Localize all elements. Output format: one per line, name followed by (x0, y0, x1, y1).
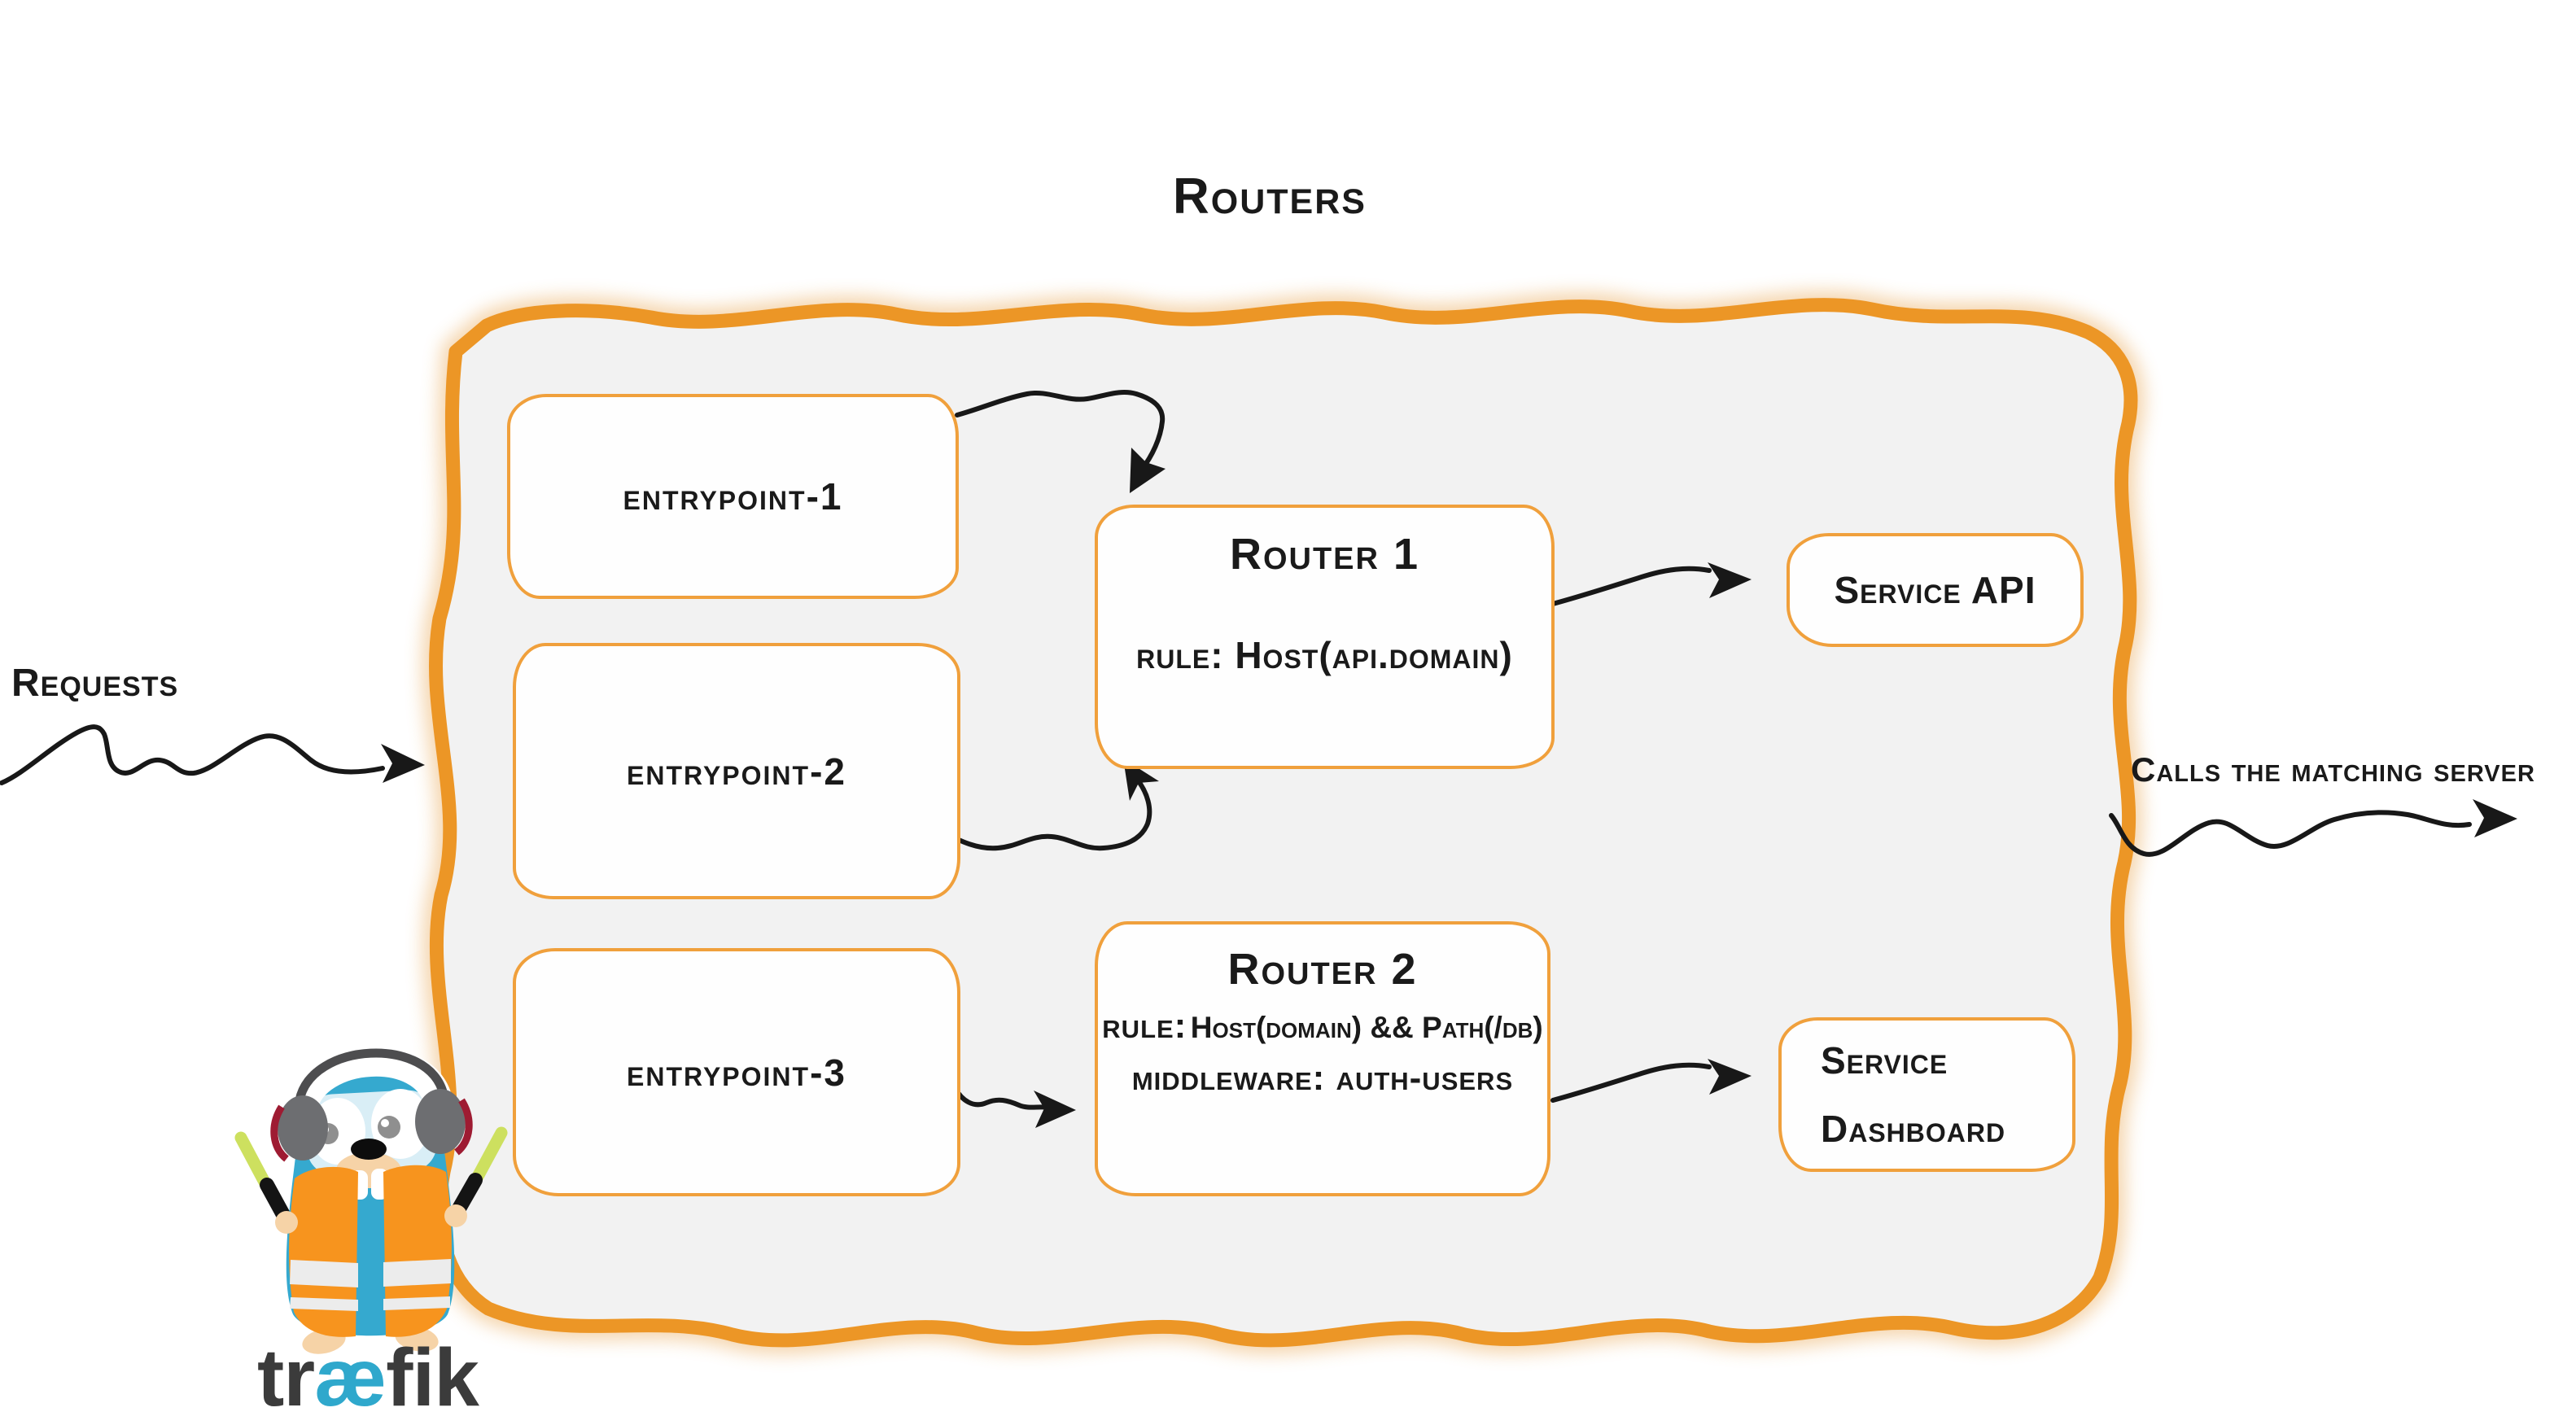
router-1-rule: rule: Host(api.domain) (1136, 634, 1513, 676)
service-api-label: Service API (1834, 569, 2036, 611)
service-dashboard-box: Service Dashboard (1778, 1017, 2075, 1172)
router-2-middleware: middleware: auth-users (1131, 1058, 1514, 1098)
gopher-pupil-right (378, 1116, 400, 1139)
router-2-rule-value: Host(domain) && Path(/db) (1190, 1011, 1543, 1044)
arrow-calls-out (2109, 799, 2517, 857)
gopher-hand-right (444, 1204, 467, 1227)
arrow-router2-to-service-dashboard (1550, 1059, 1752, 1103)
wordmark-ae: æ (314, 1332, 387, 1423)
wordmark-fik: fik (386, 1332, 479, 1423)
traefik-gopher-logo (234, 1047, 508, 1354)
arrow-entrypoint3-to-router2 (953, 1086, 1076, 1128)
gopher-pupil-highlight-right (381, 1119, 389, 1127)
arrow-entrypoint1-to-router1 (955, 389, 1166, 493)
requests-label: Requests (11, 662, 179, 705)
service-api-box: Service API (1787, 533, 2084, 647)
entrypoint-1-box: entrypoint-1 (507, 394, 959, 599)
gopher-safety-vest (289, 1165, 452, 1337)
arrow-router1-to-service-api (1550, 562, 1752, 606)
gopher-headphones (270, 1047, 473, 1162)
router-2-rule: rule: Host(domain) && Path(/db) (1102, 1006, 1542, 1047)
arrow-requests-in (0, 724, 425, 785)
entrypoint-3-label: entrypoint-3 (627, 1051, 846, 1094)
gopher-nose (351, 1139, 387, 1160)
entrypoint-2-box: entrypoint-2 (513, 643, 960, 899)
router-2-title: Router 2 (1227, 945, 1418, 994)
traefik-wordmark: træfik (257, 1331, 479, 1425)
gopher-hand-left (275, 1211, 298, 1234)
calls-label: Calls the matching server (2131, 750, 2535, 789)
router-2-rule-label: rule: (1102, 1006, 1187, 1046)
entrypoint-1-label: entrypoint-1 (623, 475, 843, 518)
entrypoint-3-box: entrypoint-3 (513, 948, 960, 1196)
router-2-box: Router 2 rule: Host(domain) && Path(/db)… (1095, 921, 1550, 1196)
service-dashboard-line1: Service (1821, 1039, 1948, 1082)
router-1-box: Router 1 rule: Host(api.domain) (1095, 505, 1555, 769)
router-1-title: Router 1 (1229, 530, 1420, 579)
service-dashboard-line2: Dashboard (1821, 1108, 2006, 1150)
page-title: Routers (1173, 168, 1367, 225)
gopher-eye-right (371, 1089, 430, 1159)
wordmark-tr: tr (257, 1332, 315, 1423)
entrypoint-2-label: entrypoint-2 (627, 750, 846, 793)
arrow-entrypoint2-to-router1 (940, 758, 1159, 851)
